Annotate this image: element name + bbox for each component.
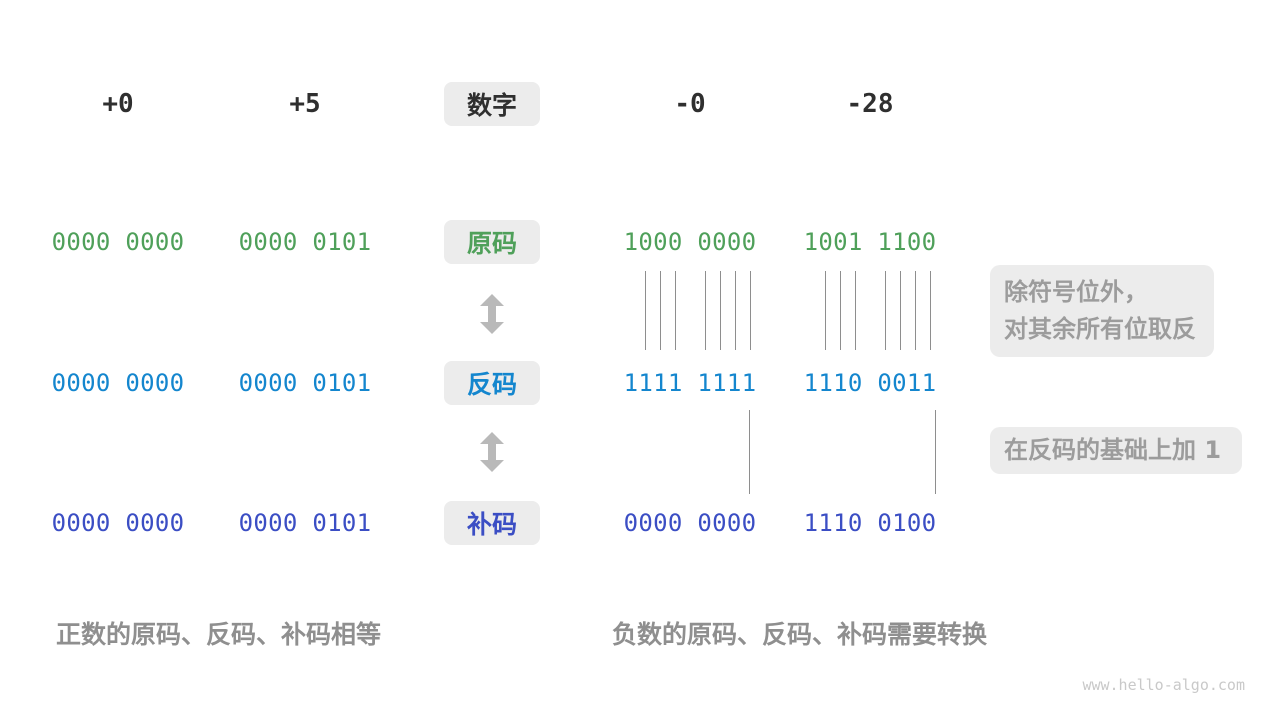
annotation-invert-line1: 除符号位外， — [1004, 278, 1148, 306]
ones-complement-value: 1111 1111 — [623, 369, 757, 397]
up-down-arrow-icon — [480, 294, 504, 334]
row-label-twos-complement: 补码 — [444, 501, 540, 545]
sign-magnitude-value: 1000 0000 — [623, 228, 757, 256]
bit-connector-line — [660, 271, 661, 350]
bit-connector-line — [645, 271, 646, 350]
twos-complement-value: 1110 0100 — [803, 509, 937, 537]
header-label-number: 数字 — [444, 82, 540, 126]
twos-complement-value: 0000 0000 — [623, 509, 757, 537]
bit-connector-line — [749, 410, 750, 494]
bit-connector-line — [885, 271, 886, 350]
caption-negative: 负数的原码、反码、补码需要转换 — [612, 620, 988, 649]
header-value-plus-5: +5 — [289, 89, 321, 119]
bit-connector-line — [825, 271, 826, 350]
ones-complement-value: 0000 0101 — [238, 369, 372, 397]
caption-positive: 正数的原码、反码、补码相等 — [56, 620, 382, 649]
row-label-ones-complement: 反码 — [444, 361, 540, 405]
bit-connector-line — [930, 271, 931, 350]
row-label-sign-magnitude: 原码 — [444, 220, 540, 264]
ones-complement-value: 1110 0011 — [803, 369, 937, 397]
bit-connector-line — [935, 410, 936, 494]
up-down-arrow-icon — [480, 432, 504, 472]
annotation-invert-line2: 对其余所有位取反 — [1004, 315, 1196, 343]
sign-magnitude-value: 0000 0000 — [51, 228, 185, 256]
bit-connector-line — [855, 271, 856, 350]
bit-connector-line — [720, 271, 721, 350]
sign-magnitude-value: 0000 0101 — [238, 228, 372, 256]
annotation-add-one-text: 在反码的基础上加 1 — [1004, 436, 1222, 464]
bit-connector-line — [735, 271, 736, 350]
bit-connector-line — [750, 271, 751, 350]
watermark: www.hello-algo.com — [1082, 676, 1245, 694]
bit-connector-line — [840, 271, 841, 350]
sign-magnitude-value: 1001 1100 — [803, 228, 937, 256]
bit-connector-line — [915, 271, 916, 350]
ones-complement-value: 0000 0000 — [51, 369, 185, 397]
annotation-add-one: 在反码的基础上加 1 — [990, 427, 1242, 474]
bit-connector-line — [900, 271, 901, 350]
bit-connector-line — [705, 271, 706, 350]
header-value-minus-0: -0 — [674, 89, 706, 119]
twos-complement-value: 0000 0101 — [238, 509, 372, 537]
bit-connector-line — [675, 271, 676, 350]
twos-complement-value: 0000 0000 — [51, 509, 185, 537]
header-value-minus-28: -28 — [846, 89, 894, 119]
header-value-plus-0: +0 — [102, 89, 134, 119]
annotation-invert-bits: 除符号位外， 对其余所有位取反 — [990, 265, 1214, 357]
